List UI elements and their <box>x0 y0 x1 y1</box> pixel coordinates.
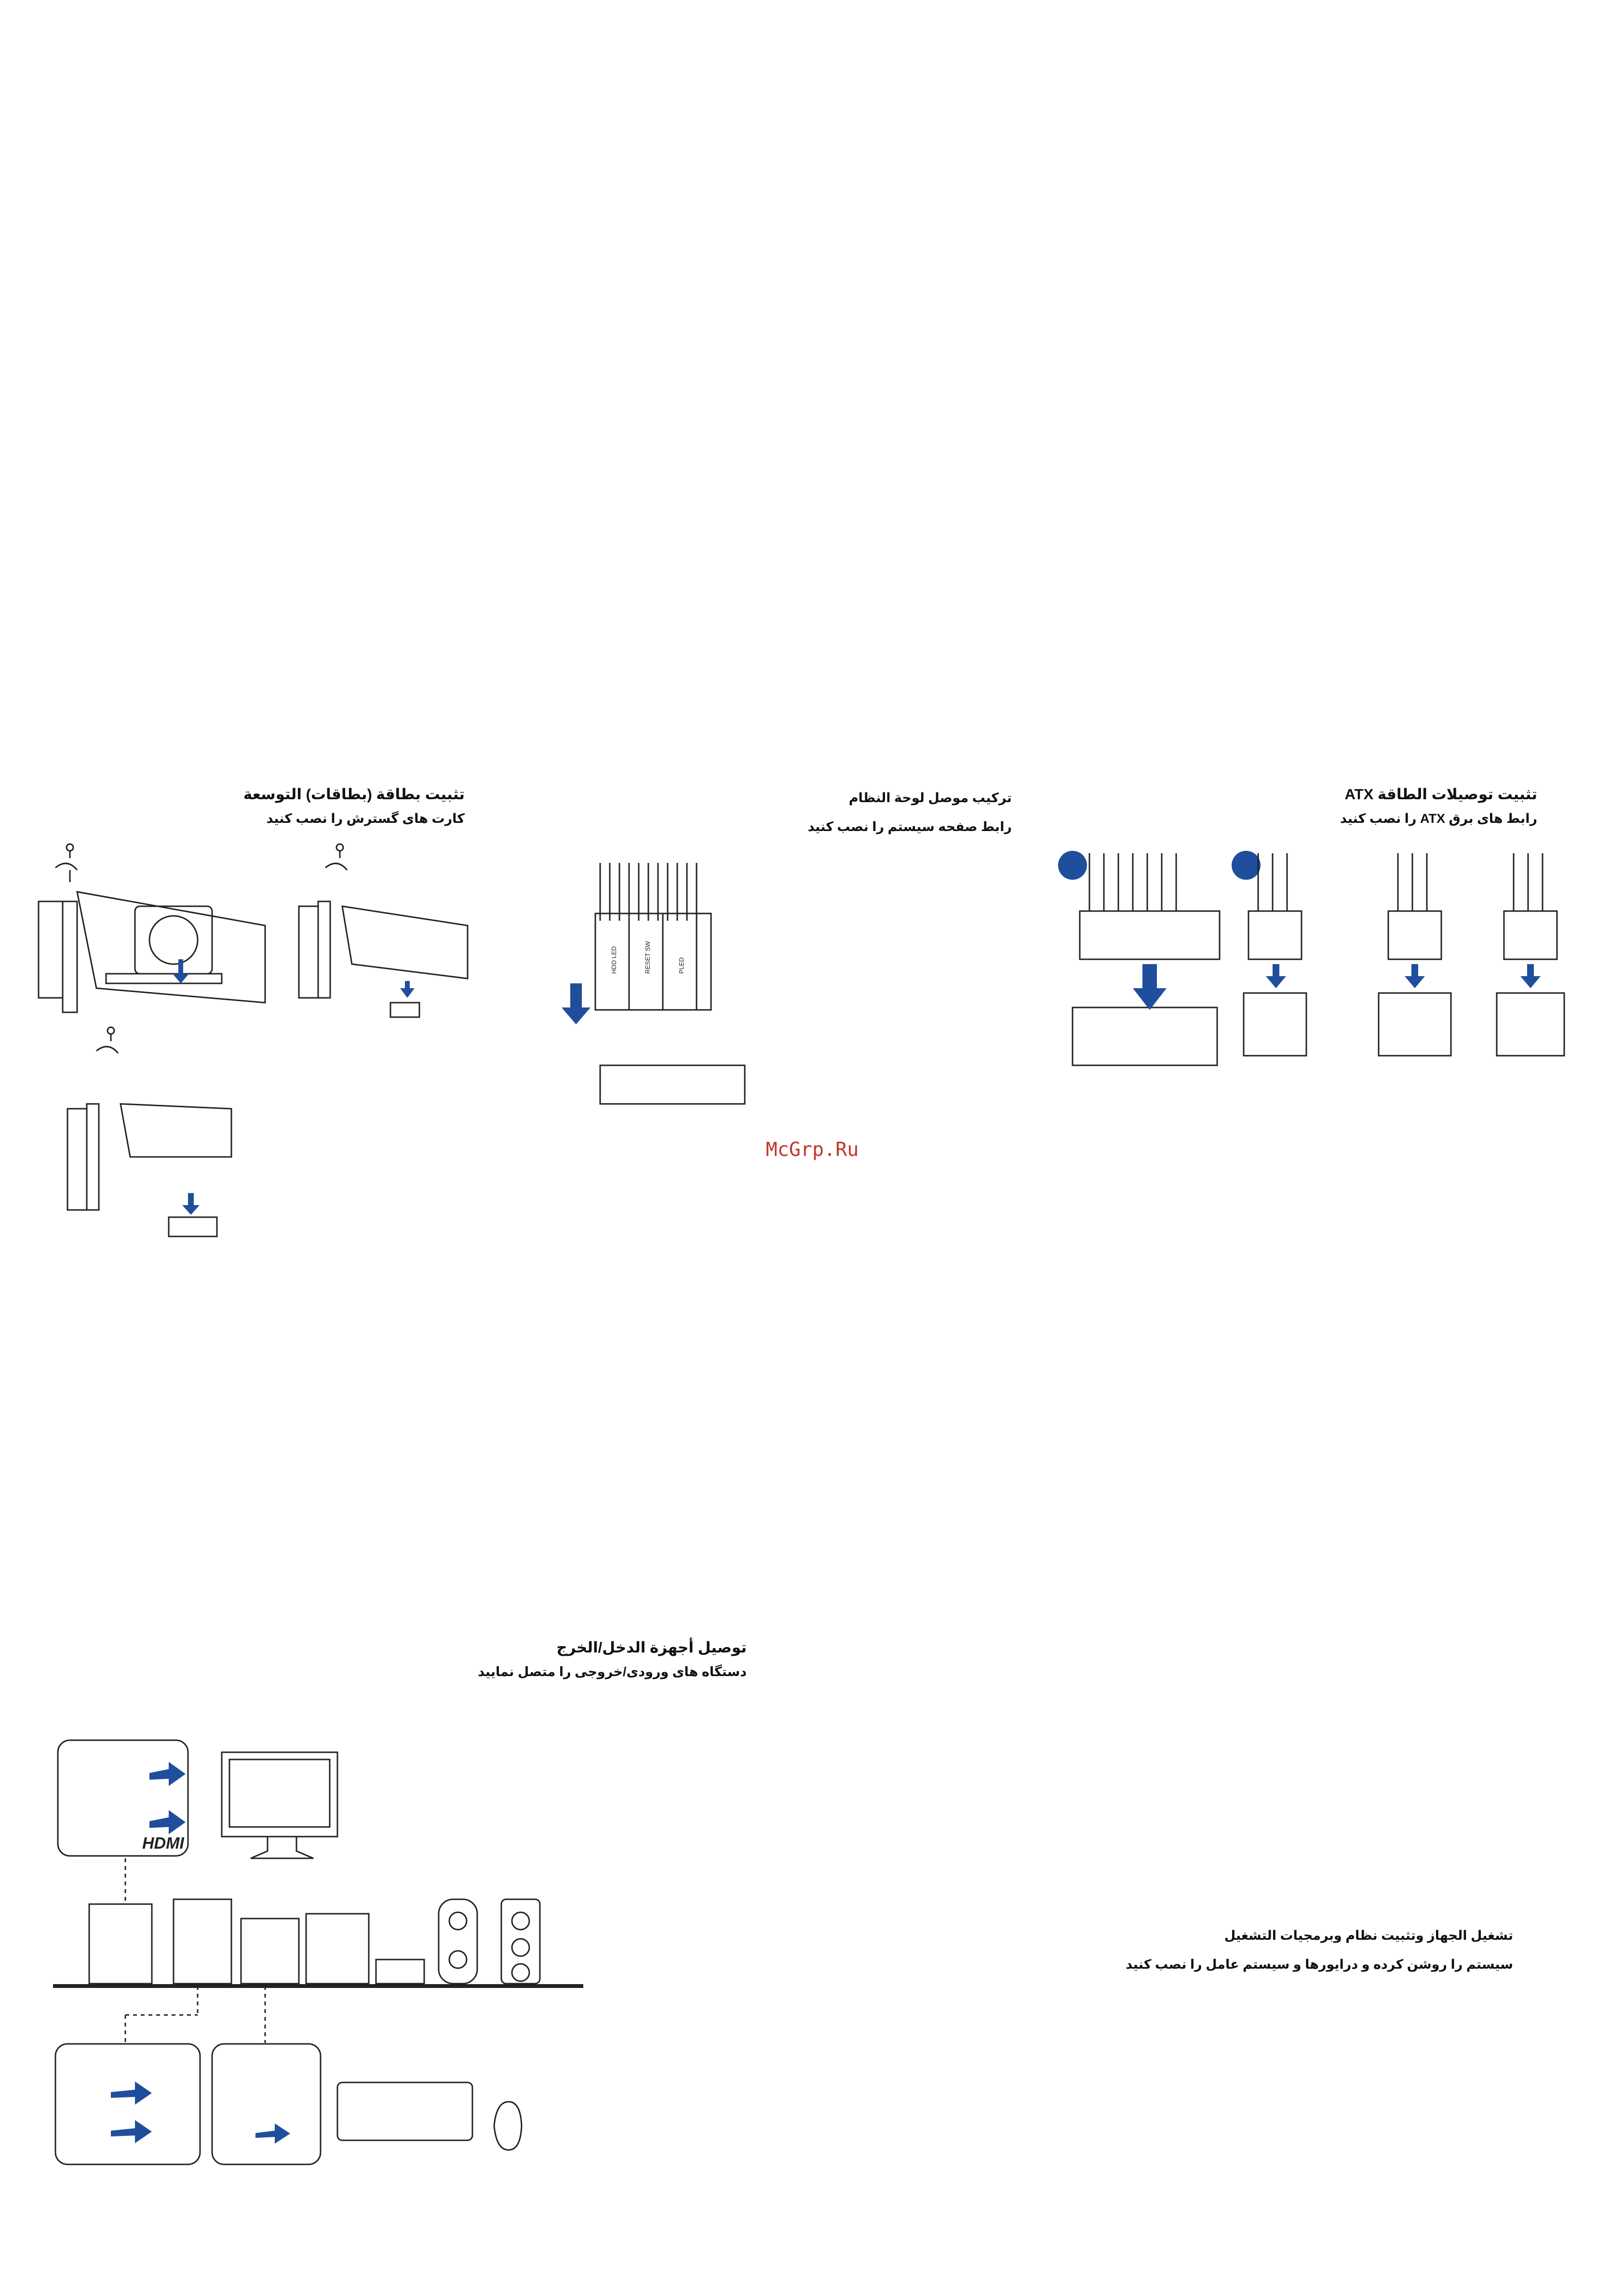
expansion-card-illustration-m2 <box>48 1026 251 1244</box>
pin-label-reset-sw: RESET SW <box>644 941 651 974</box>
io-subtitle: دستگاه های ورودی/خروجی را متصل نمایید <box>478 1665 747 1679</box>
pin-label-pled: PLED <box>678 957 685 974</box>
step-badge-2 <box>1232 851 1261 880</box>
expansion-card-illustration-small <box>289 843 472 1027</box>
io-devices-illustration: HDMI <box>53 1735 588 2169</box>
io-title: توصيل أجهزة الدخل/الخرج <box>556 1639 747 1656</box>
hdmi-logo: HDMI <box>142 1834 185 1853</box>
expansion-subtitle: کارت های گسترش را نصب کنید <box>266 811 465 826</box>
system-panel-title: تركيب موصل لوحة النظام <box>848 791 1012 805</box>
watermark: McGrp.Ru <box>765 1139 859 1161</box>
pin-label-hdd-led: HDD LED <box>610 946 617 974</box>
expansion-title: تثبيت بطاقة (بطاقات) التوسعة <box>243 786 465 803</box>
power-on-title: تشغيل الجهاز وتثبيت نظام وبرمجيات التشغي… <box>1224 1928 1513 1943</box>
system-panel-subtitle: رابط صفحه سيستم را نصب كنيد <box>807 819 1012 834</box>
step-badge-1 <box>1058 851 1087 880</box>
atx-subtitle: رابط های برق ATX را نصب کنید <box>1340 811 1537 826</box>
atx-power-illustration <box>1056 848 1571 1099</box>
atx-title: تثبيت توصيلات الطاقة ATX <box>1344 786 1537 803</box>
system-panel-illustration: HDD LED RESET SW PLED <box>562 863 764 1114</box>
power-on-subtitle: سیستم را روشن کرده و درایورها و سیستم عا… <box>1126 1957 1513 1972</box>
expansion-card-illustration-large <box>34 843 284 1027</box>
